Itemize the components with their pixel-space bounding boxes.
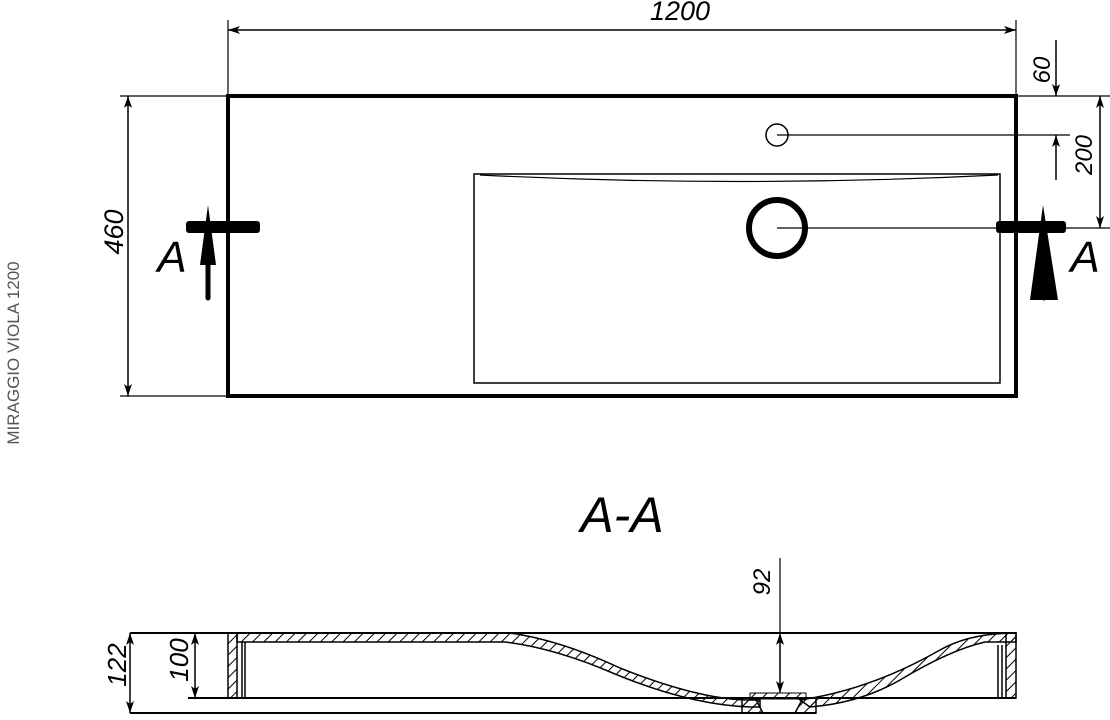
total-height-dimension: 122 — [102, 643, 132, 687]
basin-slope-line — [479, 174, 999, 183]
section-view: A-A 122 100 92 — [102, 487, 1017, 714]
section-arrow-left-icon — [200, 205, 216, 265]
section-marker-right: A — [1067, 233, 1099, 282]
section-cut-left — [186, 221, 260, 233]
basin-outline — [473, 173, 1001, 384]
section-label: A-A — [577, 487, 663, 543]
drain-offset-dimension: 200 — [1071, 134, 1098, 176]
section-cut-right — [996, 221, 1066, 233]
plan-view: 1200 460 60 200 A A — [99, 0, 1110, 398]
countertop-outline — [226, 94, 1018, 398]
width-dimension: 1200 — [650, 0, 710, 26]
bowl-depth-dimension: 92 — [749, 569, 776, 596]
section-arrow-right-icon — [1030, 205, 1058, 300]
depth-dimension: 460 — [99, 209, 129, 254]
faucet-offset-dimension: 60 — [1029, 56, 1056, 83]
section-marker-left: A — [154, 233, 186, 282]
rim-height-dimension: 100 — [164, 638, 194, 682]
